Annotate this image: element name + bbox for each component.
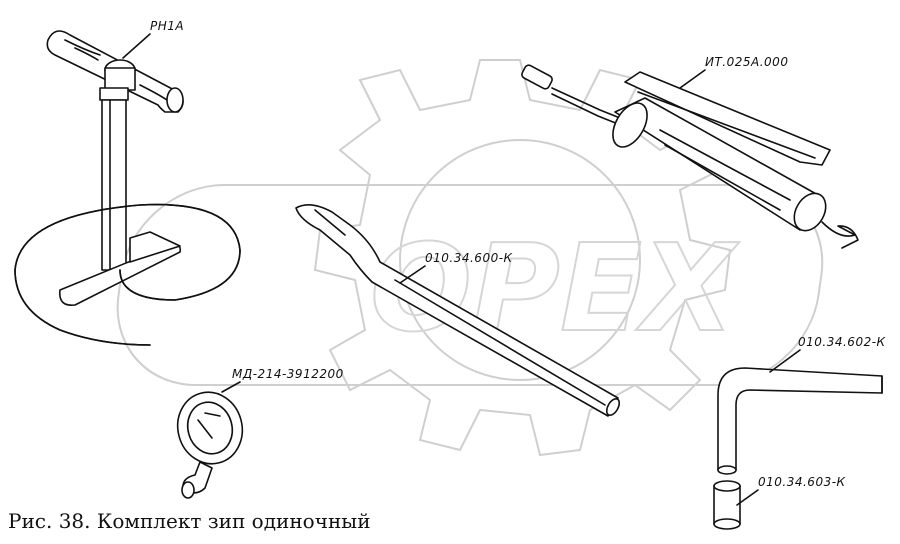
bushing	[713, 480, 741, 530]
l-wrench	[717, 367, 883, 475]
leader-grease-gun	[679, 69, 706, 89]
watermark-logo: OPEX	[116, 184, 824, 386]
watermark-gear	[313, 59, 732, 457]
label-bushing: 010.34.603-К	[758, 475, 846, 489]
figure-caption: Рис. 38. Комплект зип одиночный	[8, 509, 371, 533]
leader-bushing	[736, 489, 759, 506]
tire-lever	[295, 204, 621, 417]
leader-gauge	[221, 381, 241, 393]
label-grease-gun: ИТ.025А.000	[705, 55, 788, 69]
pressure-gauge	[176, 391, 244, 499]
leader-tire-lever	[399, 265, 426, 284]
leader-wrench	[769, 349, 801, 373]
label-tire-lever: 010.34.600-К	[425, 251, 513, 265]
leader-pump	[122, 33, 151, 59]
label-pump: PH1A	[150, 19, 184, 33]
label-gauge: МД-214-3912200	[232, 367, 344, 381]
grease-gun	[521, 64, 859, 249]
label-wrench: 010.34.602-К	[798, 335, 886, 349]
hand-pump	[14, 30, 241, 346]
watermark-text: OPEX	[370, 220, 740, 359]
